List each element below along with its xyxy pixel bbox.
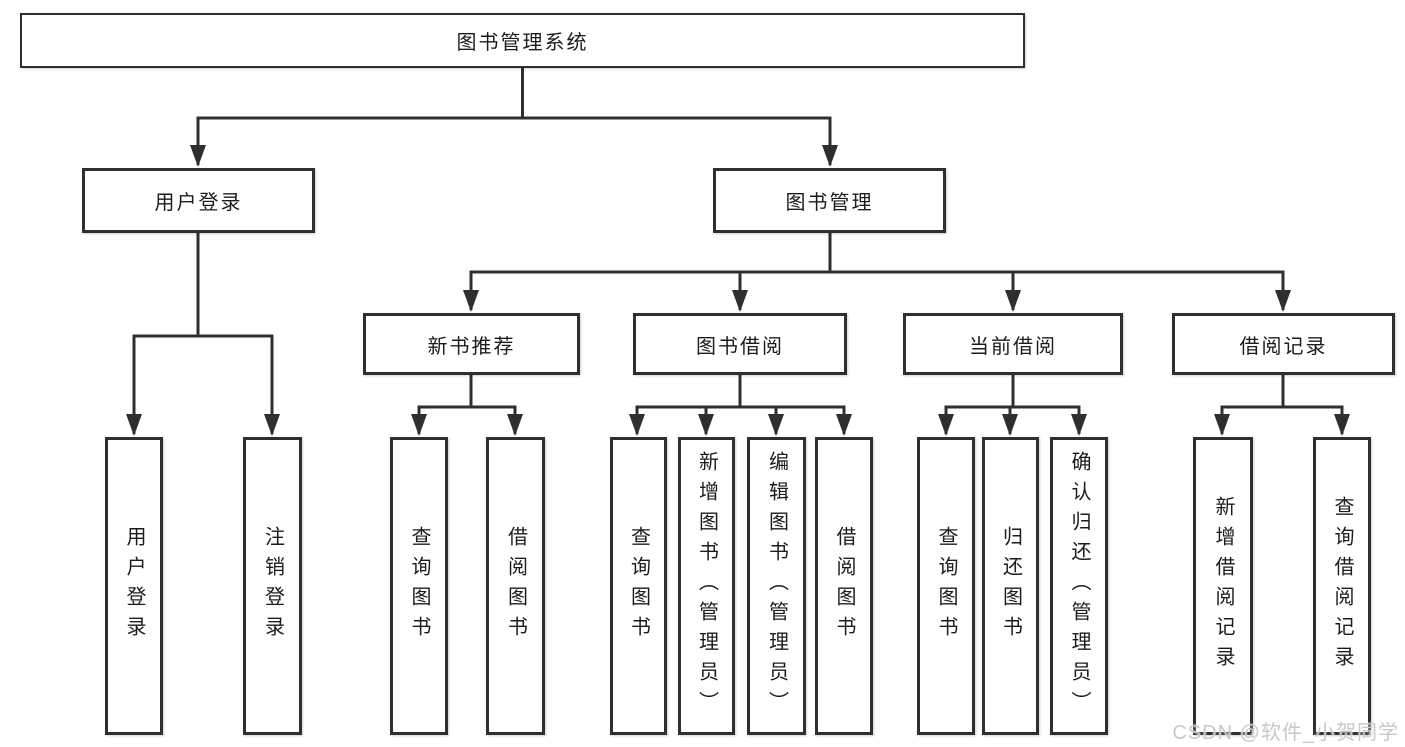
leaf-query-books-current-label: 查询图书: [935, 526, 957, 646]
node-system-label: 图书管理系统: [456, 32, 589, 54]
leaf-edit-book-admin: 编辑图书（管理员）: [747, 437, 806, 735]
leaf-query-books-borrow: 查询图书: [610, 437, 667, 735]
leaf-add-borrow-record-label: 新增借阅记录: [1212, 496, 1234, 676]
node-current-borrow-label: 当前借阅: [969, 335, 1057, 358]
leaf-logout-label: 注销登录: [261, 526, 284, 646]
leaf-confirm-return-admin-label: 确认归还（管理员）: [1068, 451, 1090, 721]
node-user-login-label: 用户登录: [154, 192, 243, 214]
node-new-book-recommend: 新书推荐: [363, 313, 580, 375]
node-borrow-records: 借阅记录: [1172, 313, 1395, 375]
leaf-borrow-book: 借阅图书: [815, 437, 873, 735]
node-system: 图书管理系统: [20, 13, 1025, 68]
leaf-return-book: 归还图书: [982, 437, 1039, 735]
node-borrow-records-label: 借阅记录: [1239, 335, 1328, 358]
leaf-borrow-book-recommend-label: 借阅图书: [504, 526, 527, 646]
leaf-add-book-admin: 新增图书（管理员）: [678, 437, 735, 735]
leaf-logout: 注销登录: [243, 437, 302, 735]
leaf-borrow-book-recommend: 借阅图书: [486, 437, 545, 735]
node-book-management: 图书管理: [713, 168, 946, 233]
leaf-add-book-admin-label: 新增图书（管理员）: [695, 451, 718, 721]
node-book-management-label: 图书管理: [785, 192, 874, 214]
leaf-borrow-book-label: 借阅图书: [833, 526, 855, 646]
node-user-login: 用户登录: [82, 168, 315, 233]
node-book-borrow-label: 图书借阅: [696, 335, 784, 358]
leaf-query-books-current: 查询图书: [917, 437, 975, 735]
leaf-query-borrow-record-label: 查询借阅记录: [1331, 496, 1353, 676]
leaf-query-books-borrow-label: 查询图书: [627, 526, 650, 646]
node-book-borrow: 图书借阅: [633, 313, 847, 375]
leaf-confirm-return-admin: 确认归还（管理员）: [1050, 437, 1108, 735]
leaf-return-book-label: 归还图书: [999, 526, 1022, 646]
leaf-query-books-recommend-label: 查询图书: [408, 526, 430, 646]
leaf-query-books-recommend: 查询图书: [390, 437, 448, 735]
leaf-edit-book-admin-label: 编辑图书（管理员）: [765, 451, 788, 721]
node-current-borrow: 当前借阅: [903, 313, 1123, 375]
leaf-user-login: 用户登录: [105, 437, 163, 735]
leaf-add-borrow-record: 新增借阅记录: [1193, 437, 1253, 735]
leaf-query-borrow-record: 查询借阅记录: [1313, 437, 1371, 735]
leaf-user-login-label: 用户登录: [123, 526, 145, 646]
node-new-book-recommend-label: 新书推荐: [427, 335, 516, 358]
watermark: CSDN @软件_小贺同学: [1172, 722, 1399, 744]
